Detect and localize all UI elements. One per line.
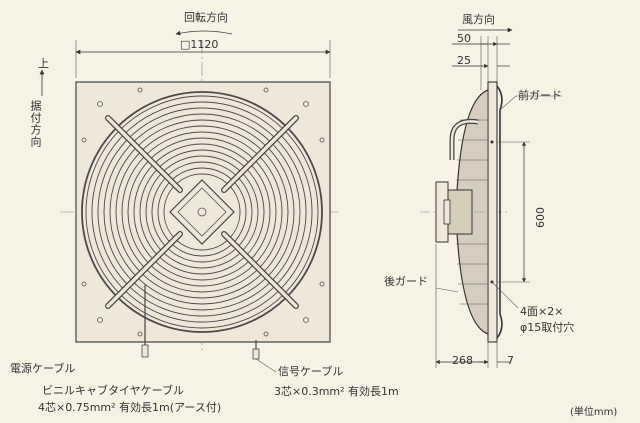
up-label: 上: [38, 57, 49, 70]
rear-guard-label: 後ガード: [384, 275, 428, 288]
rotation-arrow: [175, 30, 233, 36]
wind-direction-label: 風方向: [462, 13, 495, 26]
size-label: □1120: [180, 38, 219, 51]
holes-label-1: 4面×2×: [520, 305, 564, 318]
rotation-label: 回転方向: [184, 11, 228, 24]
unit-label: (単位mm): [570, 407, 618, 418]
dim-50: 50: [457, 32, 471, 45]
guard-rings: [81, 91, 323, 333]
signal-cable-spec: 3芯×0.3mm² 有効長1m: [274, 385, 399, 398]
signal-cable-label: 信号ケーブル: [278, 365, 344, 378]
power-cable-label: 電源ケーブル: [10, 362, 76, 375]
motor-hub: [169, 179, 235, 245]
side-view: [420, 27, 562, 368]
dim-7: 7: [507, 354, 514, 367]
front-guard-label: 前ガード: [518, 89, 562, 102]
dim-268: 268: [452, 354, 473, 367]
holes-label-2: φ15取付穴: [520, 321, 575, 334]
dim-600: 600: [534, 207, 547, 228]
dim-25: 25: [457, 54, 471, 67]
install-direction-label: 据付方向: [29, 100, 42, 148]
mount-holes: [81, 87, 325, 337]
power-cable-type: ビニルキャブタイヤケーブル: [42, 384, 185, 397]
power-cable-spec: 4芯×0.75mm² 有効長1m(アース付): [38, 401, 222, 414]
